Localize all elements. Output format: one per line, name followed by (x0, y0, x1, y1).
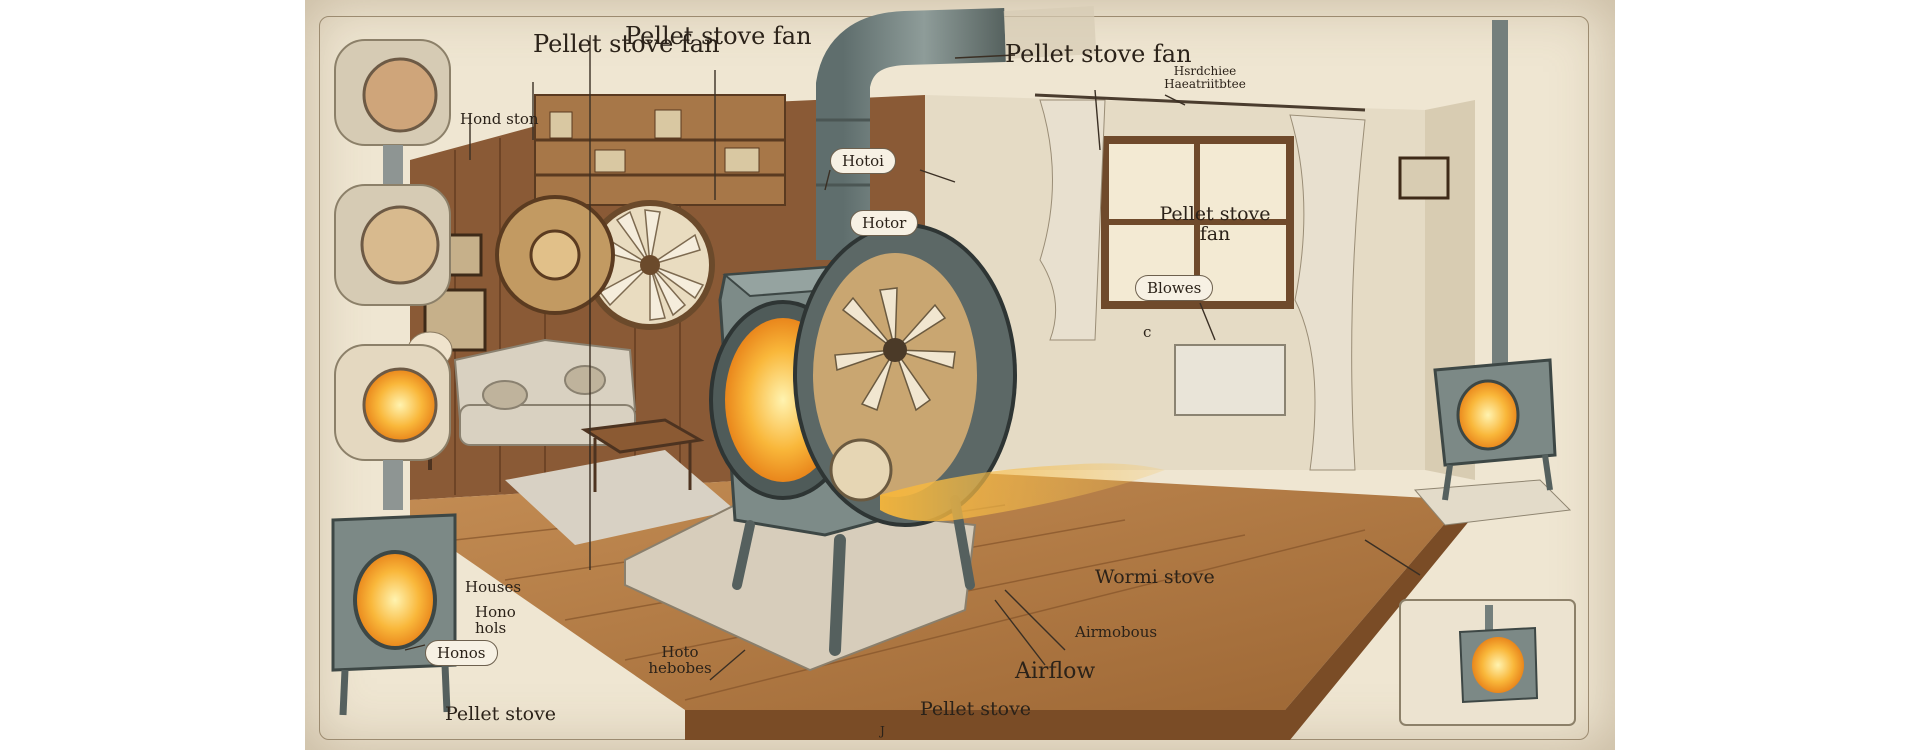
main-pellet-stove (624, 223, 1017, 672)
label-top-right: Hsrdchiee Haeatriitbtee (1164, 64, 1246, 91)
label-houses: Houses (465, 578, 522, 596)
label-hoto-hebobes: Hoto hebobes (648, 643, 712, 677)
title-center: Pellet stove fan (625, 22, 812, 50)
airflow-stream (880, 463, 1165, 522)
inset-stove (1399, 599, 1576, 726)
label-hond-ston: Hond ston (460, 110, 539, 128)
leader-lines (404, 35, 1421, 681)
pill-blowes: Blowes (1135, 275, 1214, 301)
stove-illustration (331, 6, 1576, 740)
label-c: c (1143, 323, 1152, 341)
right-wall-stove (1413, 20, 1572, 526)
coffee-table (580, 418, 705, 492)
label-pellet-stove-center: Pellet stove (920, 698, 1032, 720)
stove-pipe (816, 6, 1097, 260)
pill-honos: Honos (425, 640, 498, 666)
pill-hotoi: Hotoi (830, 148, 896, 174)
illustration-plate: Pellet stove fan Pellet stove fan Hond s… (305, 0, 1615, 750)
label-wormi-stove: Wormi stove (1095, 566, 1215, 588)
label-airmobous: Airmobous (1075, 623, 1158, 641)
label-airflow: Airflow (1015, 659, 1096, 684)
page-mark: J (880, 724, 885, 738)
label-pipe-fan: Pellet stove fan (1005, 40, 1192, 68)
left-vignettes (331, 39, 457, 716)
title-left: Pellet stove fan (533, 30, 720, 58)
wall-fan (495, 195, 715, 330)
label-hono-hols: Hono hols (475, 603, 516, 637)
label-right-fan: Pellet stove fan (1159, 203, 1271, 245)
pill-hotor: Hotor (850, 210, 919, 236)
label-pellet-stove-left: Pellet stove (445, 703, 557, 725)
